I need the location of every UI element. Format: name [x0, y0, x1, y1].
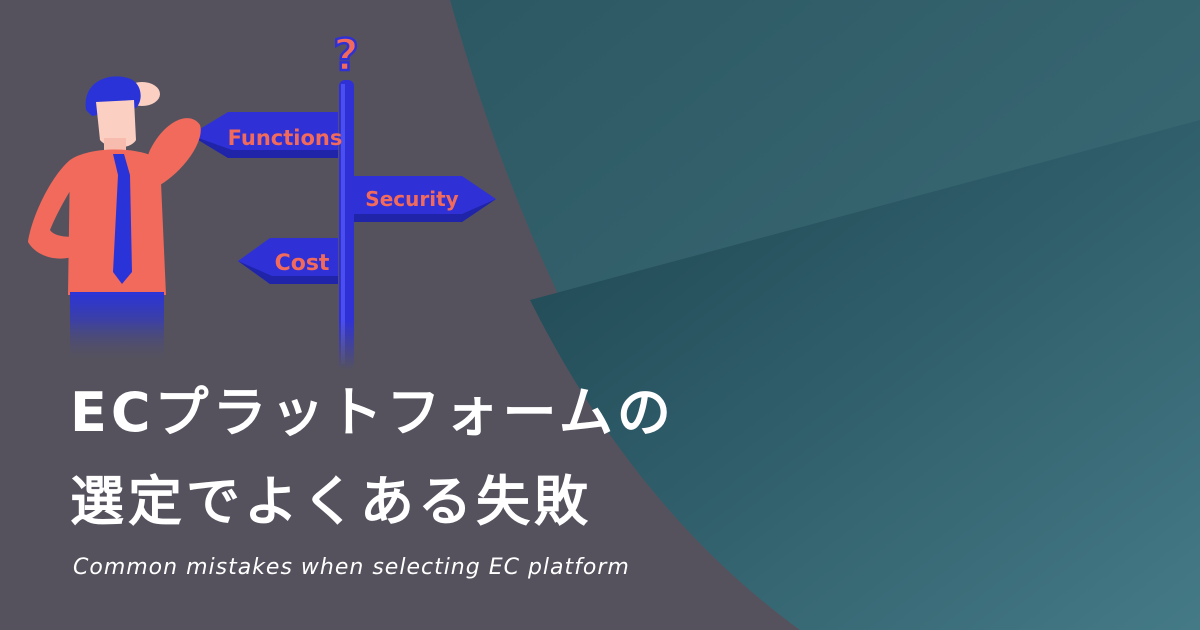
teal-background-shape [450, 0, 1200, 630]
sign-security: Security [354, 176, 496, 222]
sign-functions: Functions [190, 112, 342, 158]
page-title-line-1: ECプラットフォームの [70, 381, 675, 444]
sign-label-cost: Cost [275, 251, 330, 276]
sign-label-security: Security [365, 187, 458, 211]
sign-cost: Cost [238, 238, 338, 284]
page-subtitle: Common mistakes when selecting EC platfo… [73, 555, 630, 580]
confused-man-illustration [28, 76, 201, 360]
page-title-line-2: 選定でよくある失敗 [70, 470, 592, 533]
signpost-illustration: ? Functions Security Cost [190, 29, 496, 370]
question-mark: ? [333, 30, 359, 81]
sign-label-functions: Functions [228, 126, 343, 150]
